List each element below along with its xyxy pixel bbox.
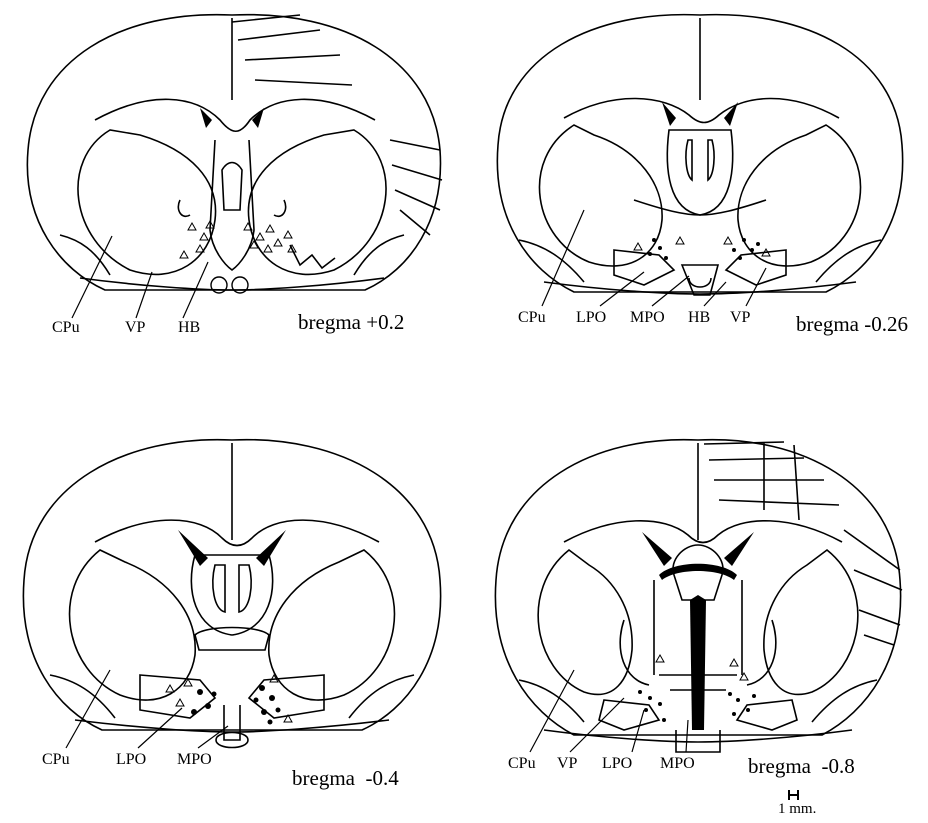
bregma-label: bregma -0.4 [292,768,399,789]
label-mpo: MPO [660,756,695,772]
label-vp: VP [125,320,145,336]
label-mpo: MPO [177,752,212,768]
triangle-markers [180,221,296,258]
label-lpo: LPO [576,310,606,326]
label-cpu: CPu [52,320,80,336]
leader-line-vp [570,698,624,752]
label-lpo: LPO [116,752,146,768]
leader-line-vp [136,272,152,318]
label-lpo: LPO [602,756,632,772]
label-hb: HB [688,310,710,326]
label-cpu: CPu [508,756,536,772]
label-cpu: CPu [42,752,70,768]
bregma-label: bregma +0.2 [298,312,404,333]
leader-line-vp [746,268,766,306]
dot-markers [648,238,760,260]
leader-line-cpu [530,670,574,752]
panel-bregma-minus-0.26: CPu LPO MPO HB VP bregma -0.26 [464,0,928,350]
scale-bar: 1 mm. [770,788,820,822]
panel-bregma-0.2: CPu VP HB bregma +0.2 [0,0,464,350]
panel-bregma-minus-0.8: CPu VP LPO MPO bregma -0.8 [464,430,928,823]
brain-section-outline [464,0,928,350]
label-hb: HB [178,320,200,336]
label-cpu: CPu [518,310,546,326]
leader-line-mpo [686,720,688,752]
label-vp: VP [557,756,577,772]
label-vp: VP [730,310,750,326]
leader-line-lpo [632,710,644,752]
label-mpo: MPO [630,310,665,326]
brain-section-outline [0,430,464,823]
dot-markers [191,685,281,725]
panel-bregma-minus-0.4: CPu LPO MPO bregma -0.4 [0,430,464,823]
leader-line-cpu [72,236,112,318]
bregma-label: bregma -0.26 [796,314,908,335]
leader-line-mpo [652,276,689,306]
bregma-label: bregma -0.8 [748,756,855,777]
scale-bar-label: 1 mm. [778,801,816,818]
brain-section-outline [0,0,464,350]
scale-bar-tick-right [797,790,799,800]
